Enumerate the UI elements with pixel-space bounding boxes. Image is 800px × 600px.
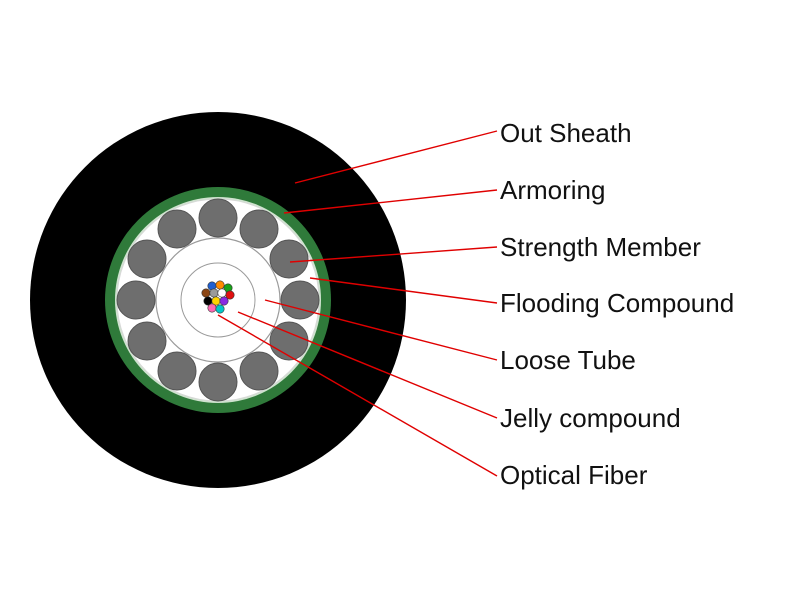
label-out-sheath: Out Sheath — [500, 118, 632, 148]
label-optical-fiber: Optical Fiber — [500, 460, 648, 490]
strength-member-rod — [198, 362, 238, 402]
optical-fiber-strand — [215, 280, 225, 290]
strength-member-rod — [269, 239, 309, 279]
strength-member-rod — [116, 280, 156, 320]
optical-fiber-strand — [215, 304, 225, 314]
label-jelly-compound: Jelly compound — [500, 403, 681, 433]
strength-members — [116, 198, 320, 402]
optical-fiber-strand — [219, 296, 229, 306]
leader-line-jelly-compound — [237, 311, 498, 419]
labels: Out Sheath Armoring Strength Member Floo… — [500, 118, 734, 490]
label-armoring: Armoring — [500, 175, 605, 205]
leader-line-armoring — [283, 189, 498, 214]
leader-line-out-sheath — [294, 130, 498, 184]
strength-member-rod — [127, 239, 167, 279]
optical-fiber-strand — [207, 303, 217, 313]
cable-cross-section — [30, 112, 406, 488]
leader-line-flooding-compound — [309, 277, 498, 304]
leader-lines — [217, 130, 498, 477]
label-flooding-compound: Flooding Compound — [500, 288, 734, 318]
leader-line-loose-tube — [264, 299, 498, 361]
strength-member-rod — [157, 351, 197, 391]
strength-member-rod — [239, 209, 279, 249]
strength-member-rod — [157, 209, 197, 249]
leader-line-optical-fiber — [217, 314, 498, 477]
label-strength-member: Strength Member — [500, 232, 701, 262]
optical-fiber-strand — [209, 288, 219, 298]
strength-member-rod — [127, 321, 167, 361]
optical-fiber-strand — [217, 288, 227, 298]
strength-member-rod — [198, 198, 238, 238]
optical-fibers — [201, 280, 235, 314]
strength-member-rod — [239, 351, 279, 391]
optical-fiber-strand — [201, 288, 211, 298]
label-loose-tube: Loose Tube — [500, 345, 636, 375]
leader-line-strength-member — [289, 246, 498, 263]
strength-member-rod — [280, 280, 320, 320]
optical-fiber-strand — [225, 290, 235, 300]
